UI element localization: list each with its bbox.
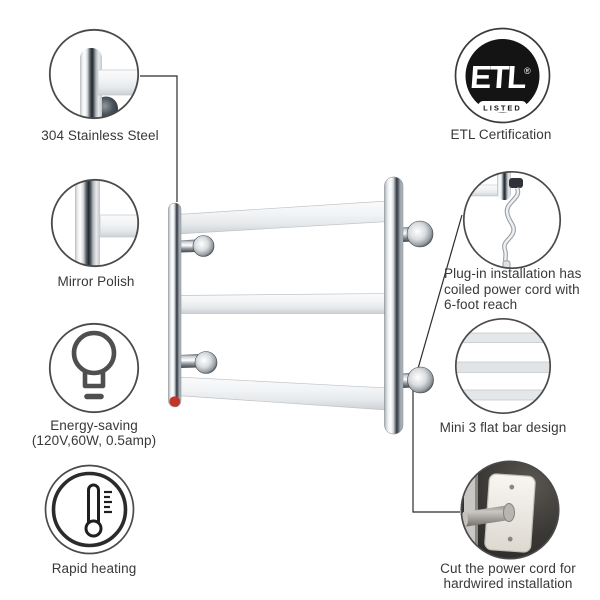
middle-bar <box>176 293 389 314</box>
feature-label-hardwired: Cut the power cord for hardwired install… <box>428 561 588 591</box>
connector-line-plugin <box>416 214 463 373</box>
bottom-bar <box>176 376 389 411</box>
wall-bracket-flange-left-lower <box>194 351 218 374</box>
feature-label-plugin-line1: Plug-in installation has <box>444 266 582 281</box>
feature-label-hardwired-line2: hardwired installation <box>443 576 573 591</box>
wall-bracket-arm-left-lower <box>179 354 198 368</box>
wall-bracket-flange-left-upper <box>192 235 215 257</box>
connector-line-stainless <box>140 75 178 202</box>
thermometer-icon <box>44 464 135 555</box>
feature-label-rapid: Rapid heating <box>51 561 137 576</box>
coiled-power-cord-icon <box>462 170 562 270</box>
feature-label-plugin-line3: 6-foot reach <box>444 297 518 312</box>
light-bulb-icon <box>48 322 140 414</box>
feature-label-bars: Mini 3 flat bar design <box>439 420 567 435</box>
etl-listed-mark-icon: ETL ® LISTED <box>454 27 551 124</box>
etl-letters: ETL <box>469 59 527 95</box>
etl-listed-text: LISTED <box>483 104 522 113</box>
feature-label-stainless: 304 Stainless Steel <box>41 128 159 143</box>
hardwired-wall-plate-icon <box>460 460 560 560</box>
wall-bracket-flange-right-lower <box>407 366 434 394</box>
wall-bracket-arm-left-upper <box>179 239 196 253</box>
right-rail <box>384 176 404 435</box>
feature-label-etl: ETL Certification <box>450 127 552 142</box>
wall-bracket-flange-right-upper <box>406 220 434 248</box>
left-rail <box>168 202 182 408</box>
stainless-steel-joint-icon <box>48 28 140 120</box>
mirror-polish-tube-icon <box>50 178 140 268</box>
feature-label-plugin: Plug-in installation has coiled power co… <box>444 266 600 313</box>
etl-registered-symbol: ® <box>524 66 531 76</box>
three-flat-bars-icon <box>454 317 552 415</box>
feature-label-mirror: Mirror Polish <box>57 274 135 289</box>
feature-label-hardwired-line1: Cut the power cord for <box>440 561 576 576</box>
feature-label-energy-line2: (120V,60W, 0.5amp) <box>31 433 157 448</box>
feature-label-plugin-line2: coiled power cord with <box>444 281 580 297</box>
feature-label-energy-line1: Energy-saving <box>50 418 138 433</box>
feature-label-energy: Energy-saving (120V,60W, 0.5amp) <box>14 418 174 448</box>
connector-line-hardwired <box>412 372 460 513</box>
power-indicator <box>169 396 180 407</box>
top-bar <box>176 200 389 235</box>
